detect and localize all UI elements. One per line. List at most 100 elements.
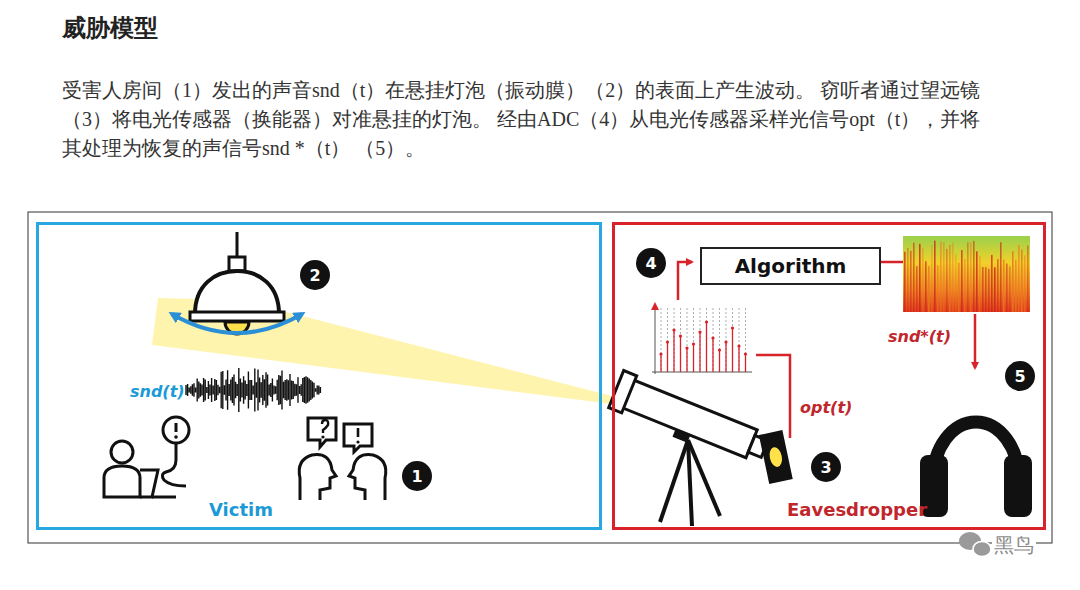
- spectrogram-band: [925, 261, 927, 312]
- question-dot: [321, 435, 324, 438]
- sample-stem: [725, 342, 726, 372]
- sample-dot: [672, 328, 675, 331]
- spectrogram-band: [1021, 249, 1023, 312]
- exclamation-dot: [356, 440, 359, 443]
- sample-stem: [680, 336, 681, 372]
- callout-number: 2: [300, 260, 330, 290]
- spectrogram-band: [955, 254, 957, 312]
- sample-stem: [732, 328, 733, 372]
- callout-number: 1: [402, 461, 432, 491]
- spectrogram-stripes: [904, 241, 1029, 312]
- sample-stem: [667, 342, 668, 372]
- spectrogram-band: [904, 252, 906, 312]
- exclamation-dot: [174, 435, 178, 439]
- callout-number: 3: [811, 452, 841, 482]
- sample-stem: [693, 344, 694, 372]
- signal-name: snd*(t): [888, 327, 951, 346]
- spectrogram-band: [913, 243, 915, 312]
- spectrogram-band: [1009, 267, 1011, 313]
- sample-dot: [744, 352, 747, 355]
- spectrogram-band: [1012, 251, 1014, 312]
- sample-stem: [738, 346, 739, 372]
- spectrogram-band: [922, 248, 924, 312]
- node-label: Eavesdropper: [787, 499, 927, 520]
- signal-name: snd(t): [130, 382, 185, 401]
- spectrogram-band: [997, 259, 999, 312]
- sample-stem: [745, 354, 746, 372]
- spectrogram-band: [943, 242, 945, 312]
- callout-number: 4: [636, 248, 666, 278]
- sample-dot: [731, 326, 734, 329]
- callout-number: 5: [1005, 361, 1035, 391]
- spectrogram-band: [1006, 264, 1008, 313]
- sample-dot: [724, 340, 727, 343]
- spectrogram-band: [931, 245, 933, 312]
- sample-gridline: [745, 308, 746, 372]
- spectrogram-band: [994, 267, 996, 312]
- spectrogram-band: [958, 263, 960, 312]
- spectrogram-band: [1003, 260, 1005, 312]
- sample-gridline: [706, 308, 707, 372]
- spectrogram-band: [1027, 246, 1029, 313]
- lamp-icon: [190, 232, 284, 334]
- sample-gridline: [726, 308, 727, 372]
- sample-dot: [692, 342, 695, 345]
- spectrogram-band: [1000, 242, 1002, 312]
- sample-gridline: [700, 308, 701, 372]
- audio-arrow: [974, 314, 977, 368]
- spectrogram-band: [979, 256, 981, 312]
- sample-dot: [685, 346, 688, 349]
- spectrogram: [903, 236, 1030, 312]
- signal-name: opt(t): [800, 398, 852, 417]
- sample-gridline: [667, 308, 668, 372]
- sample-dot: [711, 336, 714, 339]
- spectrogram-band: [1018, 245, 1020, 312]
- sample-stem: [699, 332, 700, 372]
- spectrogram-band: [976, 251, 978, 312]
- spectrogram-band: [967, 242, 969, 312]
- spectrogram-band: [910, 251, 912, 312]
- sound-waveform: [186, 368, 320, 412]
- spectrogram-band: [940, 242, 942, 312]
- description-text: 受害人房间（1）发出的声音snd（t）在悬挂灯泡（振动膜）（2）的表面上产生波动…: [62, 76, 992, 163]
- spectrogram-band: [952, 243, 954, 312]
- vibration-arrow: [172, 314, 302, 333]
- sample-gridline: [661, 308, 662, 372]
- adc-arrow: [678, 262, 692, 300]
- spectrogram-band: [946, 249, 948, 312]
- spectrogram-band: [928, 266, 930, 312]
- spectrogram-band: [1015, 260, 1017, 312]
- node-label: Algorithm: [702, 254, 879, 278]
- watermark: 黑鸟: [992, 532, 1036, 559]
- spectrogram-band: [937, 265, 939, 312]
- outer-frame: [28, 212, 1052, 543]
- sample-stem: [660, 354, 661, 372]
- sample-dot: [737, 344, 740, 347]
- sample-stem: [712, 338, 713, 372]
- spectrogram-band: [991, 255, 993, 312]
- sample-stem: [719, 350, 720, 372]
- sample-gridline: [739, 308, 740, 372]
- spectrogram-band: [970, 242, 972, 312]
- sensor-icon: [759, 430, 793, 484]
- sample-dot: [679, 334, 682, 337]
- sample-gridline: [732, 308, 733, 372]
- eavesdropper-region: Eavesdropper Algorithm: [612, 222, 1046, 530]
- sample-stem: [673, 330, 674, 372]
- sample-gridline: [680, 308, 681, 372]
- sample-dot: [705, 320, 708, 323]
- spectrogram-band: [985, 267, 987, 312]
- spectrogram-band: [988, 269, 990, 312]
- people-icon: [299, 418, 386, 500]
- spectrogram-band: [919, 244, 921, 312]
- algorithm-box: Algorithm: [700, 247, 881, 285]
- sample-dot: [666, 340, 669, 343]
- headphones-icon: [920, 422, 1032, 517]
- spectrogram-band: [949, 245, 951, 312]
- sampled-signal-plot: [652, 304, 752, 374]
- spectrogram-band: [973, 241, 975, 312]
- sample-stem: [686, 348, 687, 372]
- sample-stem: [706, 322, 707, 372]
- sample-dot: [718, 348, 721, 351]
- sample-gridline: [687, 308, 688, 372]
